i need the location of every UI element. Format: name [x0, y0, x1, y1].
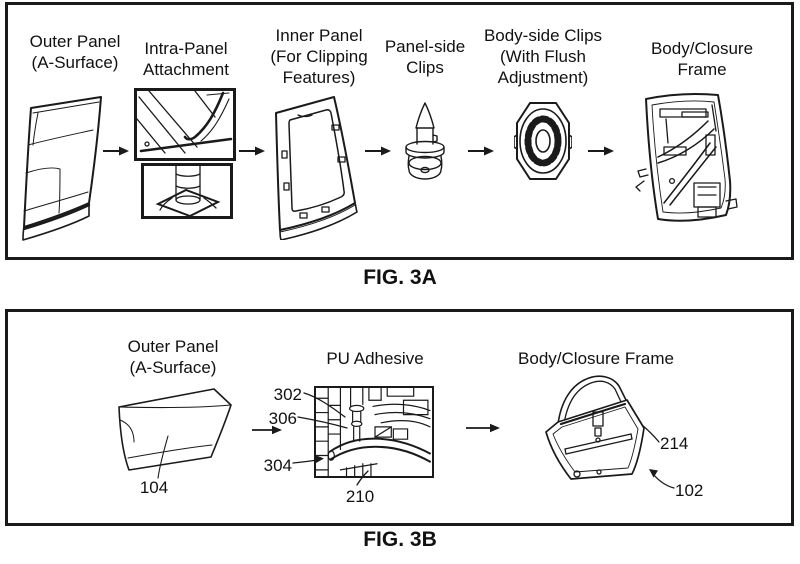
body-side-clips-label: Body-side Clips (With Flush Adjustment) [483, 26, 603, 87]
body-closure-frame-label-3b: Body/Closure Frame [518, 349, 674, 368]
intra-panel-lower-figure [141, 163, 233, 219]
ref-210: 210 [345, 487, 375, 506]
pu-adhesive-figure [314, 386, 434, 478]
ref-104: 104 [139, 478, 169, 497]
fig3a-caption: FIG. 3A [363, 266, 437, 289]
flow-arrow-icon [468, 146, 494, 156]
pu-adhesive-leader-lines [263, 382, 453, 502]
outer-panel-figure-3a [13, 93, 113, 243]
flow-arrow-icon [466, 423, 500, 433]
flow-arrow-icon [588, 146, 614, 156]
outer-panel-figure-3b [108, 386, 238, 498]
flow-arrow-icon [252, 425, 282, 435]
flow-arrow-icon [103, 146, 129, 156]
ref-306: 306 [268, 409, 297, 428]
fig3b-panel: Outer Panel (A-Surface) 104 PU Adhesive [5, 309, 794, 526]
ref-304: 304 [263, 456, 292, 475]
ref-214: 214 [660, 434, 689, 453]
ref-102: 102 [675, 481, 704, 500]
ref-302: 302 [273, 385, 302, 404]
flow-arrow-icon [239, 146, 265, 156]
outer-panel-label-3a: Outer Panel (A-Surface) [29, 32, 121, 72]
body-side-clip-figure [514, 99, 572, 183]
body-closure-frame-label-3a: Body/Closure Frame [650, 39, 754, 79]
inner-panel-label: Inner Panel (For Clipping Features) [270, 26, 368, 87]
panel-side-clips-label: Panel-side Clips [384, 37, 466, 77]
fig3a-panel: Outer Panel (A-Surface) Intra-Panel Atta… [5, 2, 794, 260]
outer-panel-label-3b: Outer Panel (A-Surface) [127, 337, 219, 377]
intra-panel-label: Intra-Panel Attachment [143, 39, 229, 79]
body-closure-frame-figure-3b [541, 372, 656, 482]
body-closure-frame-figure-3a [620, 91, 742, 227]
intra-panel-upper-figure [134, 88, 236, 161]
inner-panel-figure [263, 93, 363, 240]
pu-adhesive-label: PU Adhesive [326, 349, 424, 368]
frame-leader-lines [603, 412, 708, 502]
fig3b-caption: FIG. 3B [363, 528, 437, 551]
flow-arrow-icon [365, 146, 391, 156]
panel-side-clip-figure [403, 101, 447, 183]
